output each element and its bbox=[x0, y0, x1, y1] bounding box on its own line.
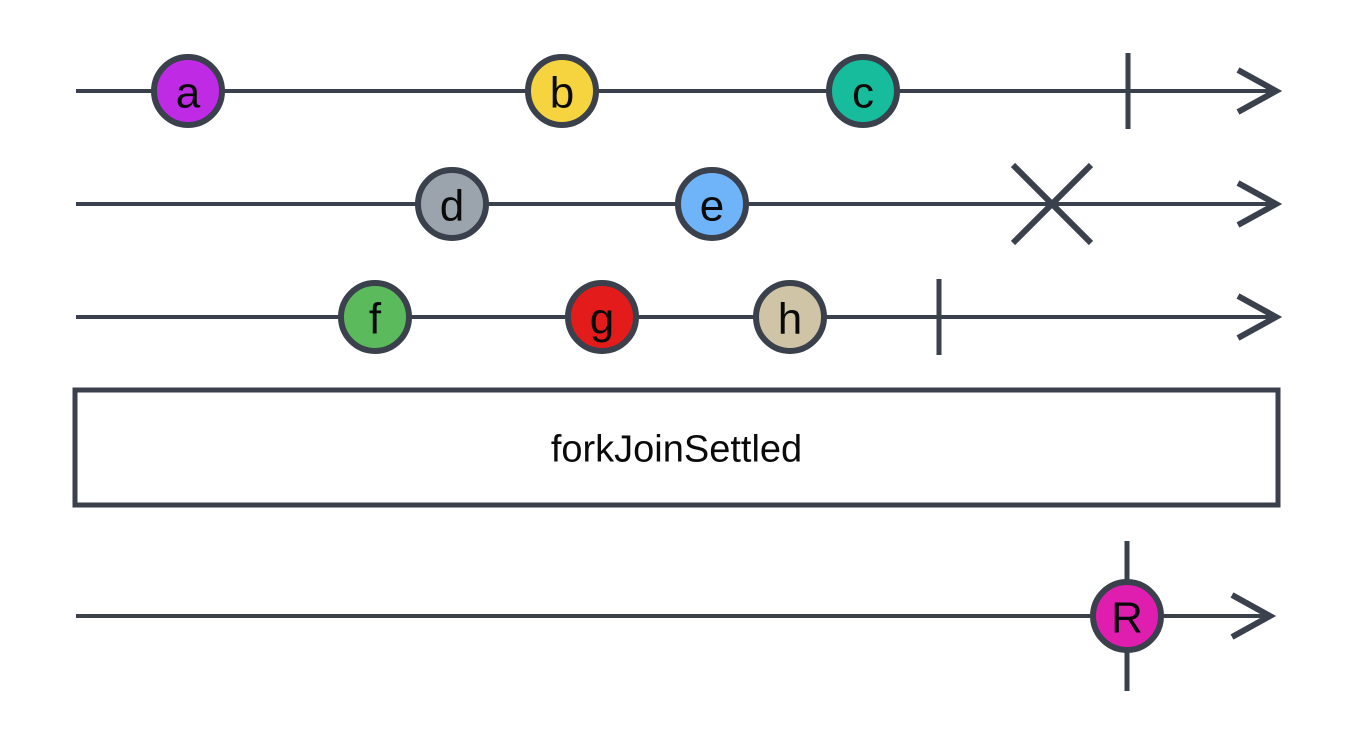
marble-e bbox=[675, 167, 749, 241]
marble-label-h: h bbox=[778, 295, 802, 344]
operator-label: forkJoinSettled bbox=[551, 429, 802, 471]
marble-label-R: R bbox=[1111, 594, 1143, 643]
marble-label-f: f bbox=[369, 295, 382, 344]
marble-h bbox=[753, 280, 827, 354]
marble-a bbox=[151, 54, 225, 128]
timeline-result: R bbox=[76, 541, 1277, 691]
marble-label-a: a bbox=[176, 69, 201, 118]
marble-label-g: g bbox=[590, 295, 614, 344]
marble-label-b: b bbox=[550, 69, 574, 118]
error-x-icon bbox=[1010, 162, 1094, 246]
marble-f bbox=[338, 280, 412, 354]
marble-label-c: c bbox=[852, 69, 874, 118]
timeline-source-3: f g h bbox=[76, 279, 1283, 355]
marble-b bbox=[525, 54, 599, 128]
marble-d bbox=[415, 167, 489, 241]
operator-box: forkJoinSettled bbox=[72, 387, 1281, 508]
marble-c bbox=[826, 54, 900, 128]
marble-g bbox=[565, 280, 639, 354]
timeline-source-1: a b c bbox=[76, 53, 1283, 129]
arrowhead-icon bbox=[1236, 293, 1283, 341]
arrowhead-icon bbox=[1236, 180, 1283, 228]
marble-R bbox=[1090, 579, 1164, 653]
operator-box-rect bbox=[72, 387, 1281, 508]
arrowhead-icon bbox=[1236, 67, 1283, 115]
marble-label-e: e bbox=[700, 182, 724, 231]
arrowhead-icon bbox=[1230, 592, 1277, 640]
marble-label-d: d bbox=[440, 182, 464, 231]
